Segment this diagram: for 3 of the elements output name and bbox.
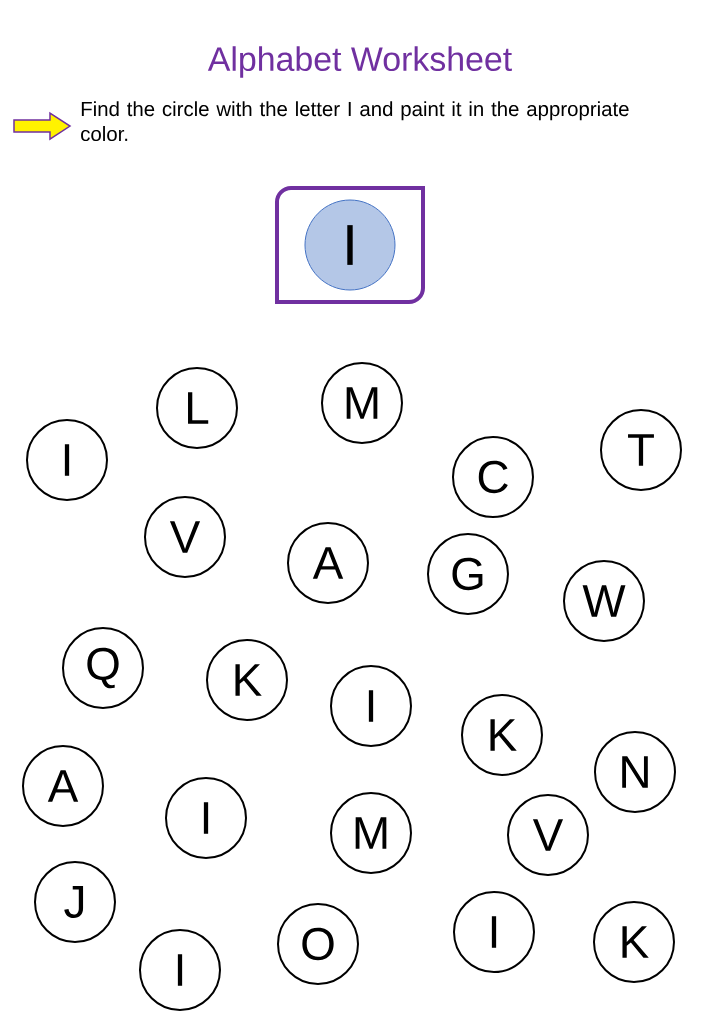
title: Alphabet Worksheet [207,46,512,78]
letter-frame [275,186,425,304]
instruction-text: Find the circle with the letter I and paint it in the appropriate color. [81,101,629,142]
